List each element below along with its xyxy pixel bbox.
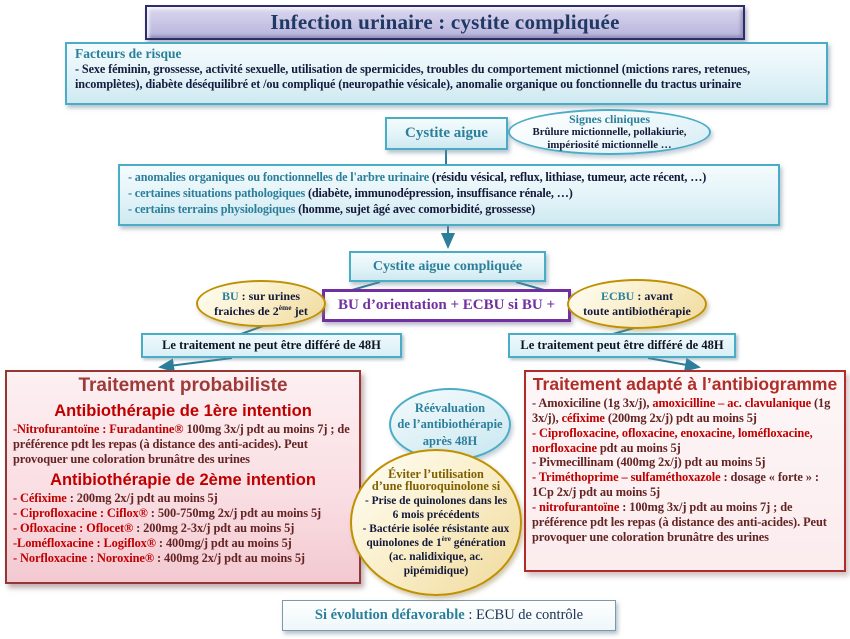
arrow-branch-right-to-adapted: [647, 357, 701, 372]
avoid-fluoroquinolone-ellipse: Éviter l’utilisation d’une fluoroquinolo…: [350, 449, 522, 596]
reevaluation-line: après 48H: [422, 433, 478, 448]
avoid-fq-line: - Prise de quinolones dans les 6 mois pr…: [364, 495, 508, 521]
risk-factors-heading: Facteurs de risque: [75, 46, 182, 61]
reevaluation-ellipse: Réévaluation de l’antibiothérapie après …: [389, 388, 511, 461]
ecbu-note-line: ECBU : avant: [600, 289, 673, 303]
criteria-line: - certains terrains physiologiques (homm…: [128, 201, 536, 216]
arrow-branch-left-to-probabilistic: [158, 357, 233, 373]
page-title-text: Infection urinaire : cystite compliquée: [270, 10, 620, 34]
second-intention-line: - Ofloxacine : Oflocet® : 200mg 2-3x/j p…: [13, 521, 295, 535]
risk-factors-body: - Sexe féminin, grossesse, activité sexu…: [75, 62, 751, 92]
clinical-signs-heading: Signes cliniques: [568, 112, 651, 126]
adapted-line: - Ciprofloxacine, ofloxacine, enoxacine,…: [532, 425, 813, 455]
criteria-line: - anomalies organiques ou fonctionnelles…: [128, 170, 707, 184]
probabilistic-treatment-title: Traitement probabiliste: [78, 375, 288, 396]
second-intention-heading: Antibiothérapie de 2ème intention: [50, 470, 316, 489]
avoid-fq-line: - Bactérie isolée résistante aux quinolo…: [362, 522, 510, 577]
second-intention-line: -Loméfloxacine : Logiflox® : 400mg/j pdt…: [13, 535, 292, 550]
branch-treatment-can-wait: Le traitement peut être différé de 48H: [508, 333, 736, 358]
adapted-line: - Triméthoprime – sulfaméthoxazole : dos…: [532, 470, 819, 500]
avoid-fq-heading: Éviter l’utilisation: [388, 466, 484, 481]
adapted-treatment-box: Traitement adapté à l’antibiogramme - Am…: [524, 370, 846, 572]
adapted-line: - nitrofurantoïne : 100mg 3x/j pdt au mo…: [532, 500, 827, 544]
acute-cystitis-label: Cystite aigue: [405, 125, 488, 141]
bu-note-ellipse: BU : sur urines fraiches de 2ème jet: [196, 280, 326, 327]
risk-factors-box: Facteurs de risque - Sexe féminin, gross…: [65, 42, 828, 105]
clinical-signs-ellipse: Signes cliniques Brûlure mictionnelle, p…: [508, 109, 711, 155]
probabilistic-treatment-box: Traitement probabiliste Antibiothérapie …: [5, 370, 361, 584]
ecbu-note-line: toute antibiothérapie: [583, 304, 691, 318]
complicated-cystitis-box: Cystite aigue compliquée: [349, 251, 546, 282]
page-title: Infection urinaire : cystite compliquée: [145, 5, 745, 40]
ecbu-note-ellipse: ECBU : avant toute antibiothérapie: [567, 279, 707, 329]
adapted-line: - Amoxiciline (1g 3x/j), amoxicilline – …: [532, 395, 831, 425]
adapted-treatment-title: Traitement adapté à l’antibiogramme: [532, 374, 838, 394]
acute-cystitis-box: Cystite aigue: [385, 117, 508, 150]
second-intention-line: - Ciprofloxacine : Ciflox® : 500-750mg 2…: [13, 506, 322, 521]
adapted-line: - Pivmecillinam (400mg 2x/j) pdt au moin…: [532, 455, 766, 470]
reevaluation-line: Réévaluation: [414, 401, 486, 416]
branch-left-label: Le traitement ne peut être différé de 48…: [162, 338, 381, 352]
second-intention-line: - Céfixime : 200mg 2x/j pdt au moins 5j: [13, 491, 218, 506]
bu-note-line: fraiches de 2ème jet: [214, 302, 308, 318]
first-intention-heading: Antibiothérapie de 1ère intention: [54, 401, 312, 420]
clinical-signs-body: Brûlure mictionnelle, pollakiurie, impér…: [532, 126, 687, 151]
branch-right-label: Le traitement peut être différé de 48H: [520, 338, 724, 352]
followup-box: Si évolution défavorable : ECBU de contr…: [282, 600, 616, 631]
bu-note-line: BU : sur urines: [221, 288, 301, 303]
branch-treatment-cannot-wait: Le traitement ne peut être différé de 48…: [141, 333, 402, 358]
complicated-cystitis-label: Cystite aigue compliquée: [372, 258, 523, 274]
bu-ecbu-orientation-label: BU d’orientation + ECBU si BU +: [337, 297, 556, 313]
complication-criteria-box: - anomalies organiques ou fonctionnelles…: [118, 164, 780, 226]
first-intention-line: -Nitrofurantoïne : Furadantine® 100mg 3x…: [13, 422, 350, 466]
reevaluation-line: de l’antibiothérapie: [397, 417, 503, 432]
followup-label: Si évolution défavorable : ECBU de contr…: [314, 607, 584, 623]
second-intention-line: - Norfloxacine : Noroxine® : 400mg 2x/j …: [13, 550, 305, 565]
bu-ecbu-orientation-box: BU d’orientation + ECBU si BU +: [322, 289, 571, 322]
criteria-line: - certaines situations pathologiques (di…: [128, 185, 573, 200]
avoid-fq-heading: d’une fluoroquinolone si: [371, 479, 501, 494]
